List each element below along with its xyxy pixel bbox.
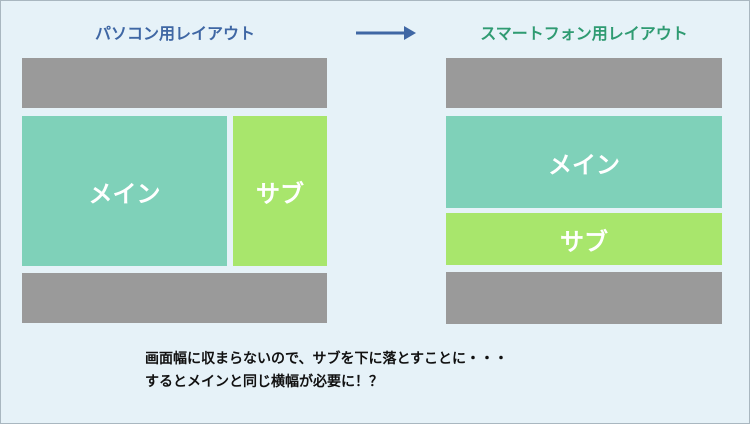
sp-sub-block: サブ [446, 213, 722, 265]
pc-header-block [22, 58, 327, 108]
sp-footer-block [446, 272, 722, 324]
caption-line-2: するとメインと同じ横幅が必要に！？ [145, 374, 383, 390]
sp-main-label: メイン [548, 150, 620, 179]
pc-footer-block [22, 273, 327, 323]
sp-sub-label: サブ [560, 227, 608, 256]
sp-main-block: メイン [446, 116, 722, 208]
sp-layout-title: スマートフォン用レイアウト [480, 24, 688, 43]
sp-header-block [446, 58, 722, 108]
pc-layout-title: パソコン用レイアウト [94, 24, 255, 43]
arrow-right-icon [356, 26, 416, 40]
caption-line-1: 画面幅に収まらないので、サブを下に落とすことに・・・ [145, 351, 509, 367]
pc-sub-label: サブ [256, 179, 304, 208]
pc-sub-block: サブ [233, 116, 327, 266]
pc-main-block: メイン [22, 116, 227, 266]
pc-main-label: メイン [88, 179, 161, 208]
